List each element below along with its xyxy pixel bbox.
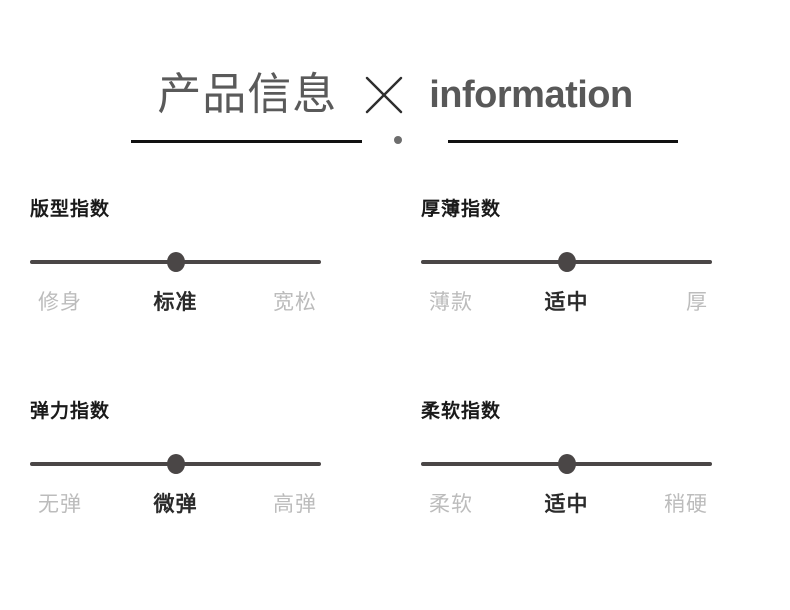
slider-title-elasticity: 弹力指数 — [30, 401, 111, 422]
slider-group-elasticity: 弹力指数 无弹 微弹 高弹 — [0, 402, 395, 521]
header-title-row: 产品信息 information — [0, 66, 790, 124]
slider-label-thickness-start[interactable]: 薄款 — [429, 291, 473, 314]
slider-label-fit-start[interactable]: 修身 — [38, 291, 82, 314]
slider-label-thickness-end[interactable]: 厚 — [686, 291, 708, 314]
page-title-cn: 产品信息 — [157, 70, 338, 119]
slider-label-softness-start[interactable]: 柔软 — [429, 493, 473, 516]
slider-label-fit-middle[interactable]: 标准 — [153, 291, 198, 314]
slider-knob-elasticity[interactable] — [166, 454, 185, 474]
slider-label-fit-end[interactable]: 宽松 — [273, 291, 317, 314]
slider-thickness[interactable] — [421, 251, 712, 273]
index-slider-grid: 版型指数 修身 标准 宽松 厚薄指数 薄款 — [0, 200, 790, 521]
header-dot — [394, 136, 402, 144]
row-spacer — [0, 319, 790, 402]
slider-scale-softness: 柔软 适中 稍硬 — [421, 493, 712, 521]
slider-knob-fit[interactable] — [166, 252, 185, 272]
slider-title-softness: 柔软指数 — [421, 401, 502, 422]
slider-row-2: 弹力指数 无弹 微弹 高弹 柔软指数 柔软 — [0, 402, 790, 521]
slider-label-thickness-middle[interactable]: 适中 — [544, 291, 589, 314]
slider-fit[interactable] — [30, 251, 321, 273]
slider-label-softness-end[interactable]: 稍硬 — [664, 493, 708, 516]
slider-label-softness-middle[interactable]: 适中 — [544, 493, 589, 516]
slider-softness[interactable] — [421, 453, 712, 475]
header-rule-right — [448, 140, 678, 143]
slider-knob-thickness[interactable] — [557, 252, 576, 272]
page-title-en: information — [429, 74, 633, 116]
slider-title-thickness: 厚薄指数 — [421, 199, 502, 220]
slider-row-1: 版型指数 修身 标准 宽松 厚薄指数 薄款 — [0, 200, 790, 319]
slider-scale-thickness: 薄款 适中 厚 — [421, 291, 712, 319]
slider-group-softness: 柔软指数 柔软 适中 稍硬 — [0, 402, 790, 521]
slider-scale-fit: 修身 标准 宽松 — [30, 291, 321, 319]
slider-label-elasticity-middle[interactable]: 微弹 — [153, 493, 198, 516]
slider-knob-softness[interactable] — [557, 454, 576, 474]
slider-label-elasticity-end[interactable]: 高弹 — [273, 493, 317, 516]
page-header: 产品信息 information — [0, 66, 790, 161]
slider-group-thickness: 厚薄指数 薄款 适中 厚 — [0, 200, 790, 319]
slider-elasticity[interactable] — [30, 453, 321, 475]
slider-scale-elasticity: 无弹 微弹 高弹 — [30, 493, 321, 521]
cross-icon — [366, 76, 403, 114]
slider-label-elasticity-start[interactable]: 无弹 — [38, 493, 82, 516]
slider-group-fit: 版型指数 修身 标准 宽松 — [0, 200, 395, 319]
slider-title-fit: 版型指数 — [30, 199, 111, 220]
header-rule-left — [131, 140, 362, 143]
